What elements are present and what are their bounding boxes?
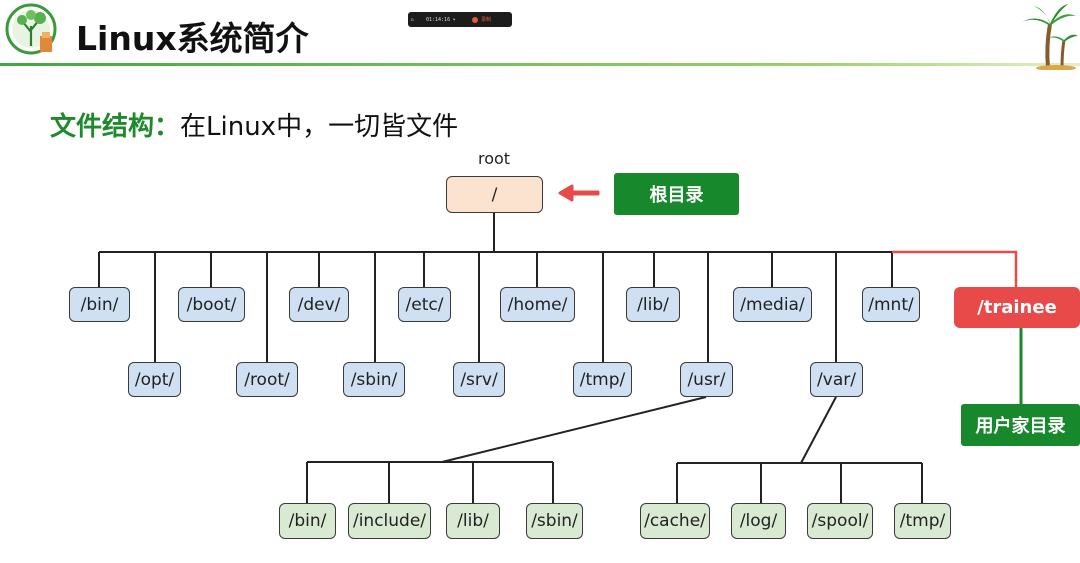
var-child-cache: /cache/ (640, 503, 710, 539)
dir-node-boot: /boot/ (178, 287, 245, 322)
palm-tree-icon (1022, 4, 1078, 70)
subtitle-text: 在Linux中，一切皆文件 (180, 112, 459, 142)
dir-node-bin: /bin/ (69, 287, 130, 322)
dir-node-home: /home/ (500, 287, 575, 322)
dir-node-mnt: /mnt/ (862, 287, 920, 322)
stop-recording-button[interactable]: 录制 (481, 17, 492, 23)
dir-node-dev: /dev/ (289, 287, 349, 322)
tree-logo-icon (5, 3, 57, 55)
var-child-tmp: /tmp/ (894, 503, 951, 539)
home-dir-note-tag: 用户家目录 (961, 404, 1080, 446)
dir-node-media: /media/ (733, 287, 812, 322)
var-child-log: /log/ (731, 503, 786, 539)
dir-node-sbin: /sbin/ (343, 362, 405, 397)
dir-node-opt: /opt/ (128, 362, 181, 397)
subtitle-highlight: 文件结构： (50, 112, 181, 142)
dir-node-var: /var/ (810, 362, 863, 397)
page-title: Linux系统简介 (76, 19, 309, 58)
section-subtitle: 文件结构：在Linux中，一切皆文件 (50, 106, 458, 143)
left-arrow-icon (558, 184, 600, 202)
usr-child-bin: /bin/ (279, 503, 336, 539)
usr-child-include: /include/ (348, 503, 431, 539)
record-dot-icon (472, 16, 479, 23)
dir-node-etc: /etc/ (398, 287, 451, 322)
var-child-spool: /spool/ (807, 503, 873, 539)
screen-recorder-bar[interactable]: ⌂ 01:14:16 ▾ 录制 (408, 12, 512, 27)
dir-node-root: /root/ (236, 362, 298, 397)
root-dir-node: / (446, 176, 543, 213)
header-divider (0, 63, 1080, 66)
dir-node-trainee: /trainee (954, 287, 1080, 328)
dir-node-tmp: /tmp/ (573, 362, 632, 397)
root-note-tag: 根目录 (614, 173, 739, 215)
usr-child-lib: /lib/ (446, 503, 500, 539)
chevron-down-icon[interactable]: ▾ (452, 16, 456, 23)
dir-node-srv: /srv/ (453, 362, 505, 397)
dir-node-usr: /usr/ (680, 362, 733, 397)
home-icon[interactable]: ⌂ (410, 16, 414, 23)
usr-child-sbin: /sbin/ (526, 503, 583, 539)
dir-node-lib: /lib/ (626, 287, 680, 322)
root-caption: root (478, 149, 511, 168)
recording-time: 01:14:16 (426, 16, 451, 23)
